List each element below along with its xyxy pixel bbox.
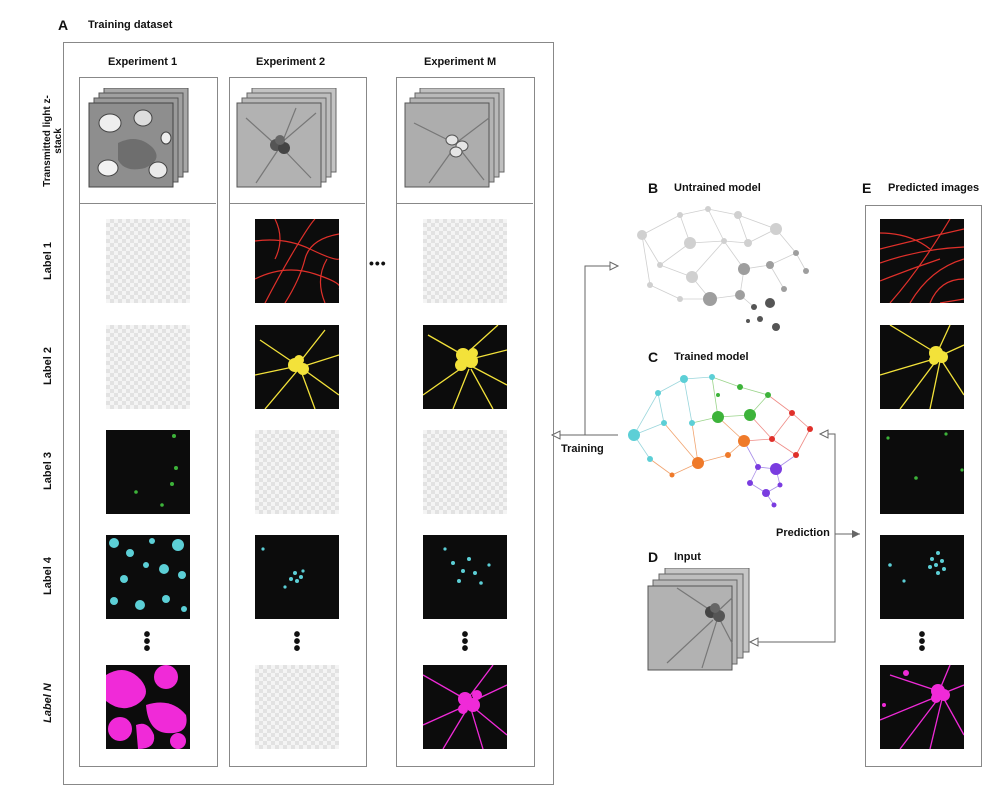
panel-e-letter: E [862, 180, 872, 196]
vertical-ellipsis: ••• [918, 624, 926, 660]
experiment-1-column [79, 77, 218, 767]
panel-a-title: Training dataset [88, 19, 173, 31]
input-zstack [647, 568, 751, 672]
untrained-network [620, 195, 820, 345]
panel-e-title: Predicted images [888, 182, 980, 194]
exp2-label4-image [255, 535, 339, 619]
experiment-2-header: Experiment 2 [256, 56, 326, 68]
exp1-label2-empty [106, 325, 190, 409]
prediction-label: Prediction [776, 527, 830, 539]
exp2-label1-image [255, 219, 339, 303]
exp2-labeln-empty [255, 665, 339, 749]
expm-label1-empty [423, 219, 507, 303]
separator [229, 203, 365, 204]
experiment-m-column [396, 77, 535, 767]
pred-label2-image [880, 325, 964, 409]
zstack-experiment-2 [236, 88, 338, 190]
panel-a-letter: A [58, 17, 69, 33]
exp1-label4-image [106, 535, 190, 619]
row-label-n: Label N [42, 683, 54, 723]
exp1-labeln-image [106, 665, 190, 749]
expm-label2-image [423, 325, 507, 409]
row-label-zstack: Transmitted light z-stack [42, 95, 64, 187]
pred-label4-image [880, 535, 964, 619]
trained-network [620, 365, 820, 515]
expm-label3-empty [423, 430, 507, 514]
separator [396, 203, 533, 204]
flow-arrows [540, 250, 860, 650]
row-label-3: Label 3 [42, 452, 54, 490]
panel-b-letter: B [648, 180, 659, 196]
experiment-2-column [229, 77, 367, 767]
vertical-ellipsis: ••• [293, 624, 301, 660]
panel-b-title: Untrained model [674, 182, 761, 194]
expm-labeln-image [423, 665, 507, 749]
vertical-ellipsis: ••• [143, 624, 151, 660]
experiment-1-header: Experiment 1 [108, 56, 178, 68]
exp2-label2-image [255, 325, 339, 409]
row-label-4: Label 4 [42, 557, 54, 595]
pred-labeln-image [880, 665, 964, 749]
panel-d-letter: D [648, 549, 659, 565]
experiment-m-header: Experiment M [424, 56, 497, 68]
panel-c-letter: C [648, 349, 659, 365]
pred-label3-image [880, 430, 964, 514]
exp1-label1-empty [106, 219, 190, 303]
training-label: Training [561, 443, 604, 455]
pred-label1-image [880, 219, 964, 303]
row-label-2: Label 2 [42, 347, 54, 385]
row-label-1: Label 1 [42, 242, 54, 280]
ellipsis: ••• [369, 255, 387, 271]
separator [79, 203, 216, 204]
panel-d-title: Input [674, 551, 701, 563]
exp1-label3-image [106, 430, 190, 514]
zstack-experiment-1 [88, 88, 190, 190]
vertical-ellipsis: ••• [461, 624, 469, 660]
zstack-experiment-m [404, 88, 506, 190]
exp2-label3-empty [255, 430, 339, 514]
panel-c-title: Trained model [674, 351, 749, 363]
expm-label4-image [423, 535, 507, 619]
